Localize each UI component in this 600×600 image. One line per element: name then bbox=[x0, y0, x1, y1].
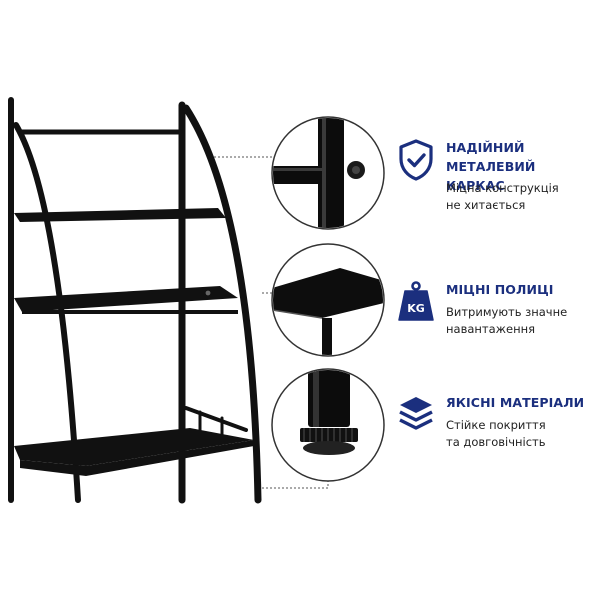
feature-description: Стійке покриття та довговічність bbox=[446, 418, 546, 449]
zoom-shelf-corner bbox=[271, 243, 385, 357]
feature-title: НАДІЙНИЙ МЕТАЛЕВИЙ КАРКАС bbox=[446, 140, 536, 193]
layers-icon bbox=[399, 397, 433, 430]
feature-title: МІЦНІ ПОЛИЦІ bbox=[446, 282, 554, 297]
feature-title: ЯКІСНІ МАТЕРІАЛИ bbox=[446, 395, 585, 410]
kg-label: KG bbox=[407, 302, 425, 315]
kg-weight-icon: KG bbox=[398, 281, 434, 321]
feature-description: Міцна конструкція не хитається bbox=[446, 181, 559, 212]
zoom-adjustable-foot bbox=[271, 368, 385, 482]
feature-description: Витримують значне навантаження bbox=[446, 305, 568, 336]
shelving-rack bbox=[8, 97, 262, 504]
shield-check-icon bbox=[399, 139, 433, 181]
shelves bbox=[14, 208, 254, 476]
zoom-frame-joint bbox=[271, 116, 385, 230]
